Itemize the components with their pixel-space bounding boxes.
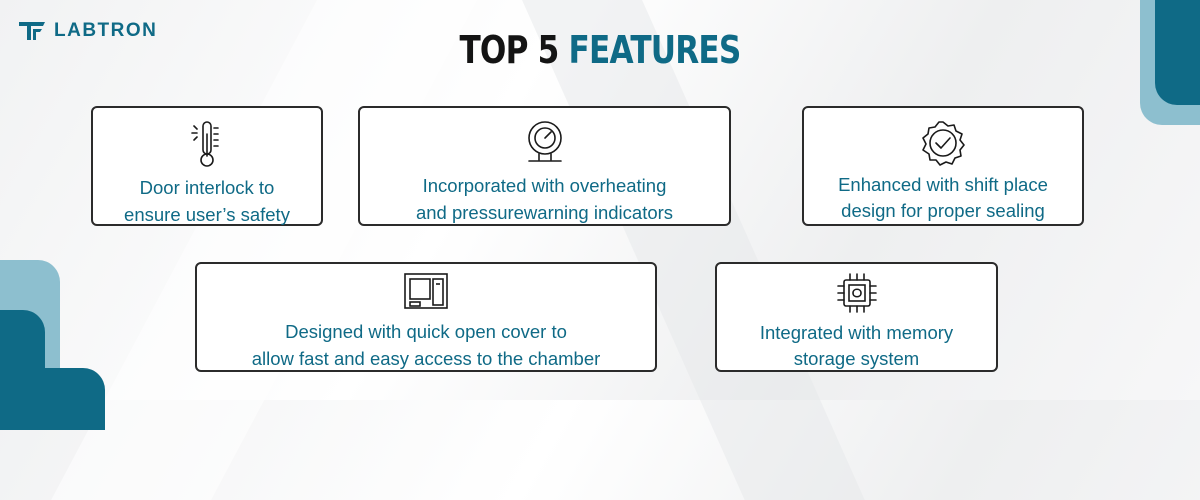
background-stripe xyxy=(495,0,865,500)
brand-logo: LABTRON xyxy=(18,20,157,42)
chamber-door-icon xyxy=(404,273,448,309)
feature-card-door-interlock: Door interlock to ensure user’s safety xyxy=(91,106,323,226)
corner-decoration-top-right xyxy=(1155,0,1200,105)
title-part-features: FEATURES xyxy=(568,28,742,72)
feature-card-shift-place-design: Enhanced with shift place design for pro… xyxy=(802,106,1084,226)
corner-decoration-bottom-left xyxy=(30,368,105,430)
feature-card-overheating-indicators: Incorporated with overheating and pressu… xyxy=(358,106,731,226)
labtron-logo-icon xyxy=(19,22,45,40)
feature-text: Incorporated with overheating and pressu… xyxy=(415,175,674,223)
thermometer-icon xyxy=(191,121,219,167)
title-part-top5: TOP 5 xyxy=(459,28,559,72)
feature-card-memory-storage: Integrated with memory storage system xyxy=(715,262,998,372)
corner-decoration-top-right xyxy=(1140,0,1200,125)
feature-text: Enhanced with shift place design for pro… xyxy=(838,174,1048,221)
corner-decoration-bottom-left xyxy=(0,310,45,430)
page-title: TOP 5 FEATURES xyxy=(108,28,1092,72)
chip-icon xyxy=(836,273,877,313)
feature-text: Door interlock to ensure user’s safety xyxy=(124,177,290,225)
feature-card-quick-open-cover: Designed with quick open cover to allow … xyxy=(195,262,657,372)
corner-decoration-bottom-left xyxy=(0,260,60,420)
logo-text: LABTRON xyxy=(54,20,158,41)
gauge-icon xyxy=(527,121,562,162)
badge-check-icon xyxy=(922,121,965,166)
background-stripe xyxy=(51,0,509,500)
feature-text: Integrated with memory storage system xyxy=(759,322,954,369)
feature-text: Designed with quick open cover to allow … xyxy=(251,321,601,369)
